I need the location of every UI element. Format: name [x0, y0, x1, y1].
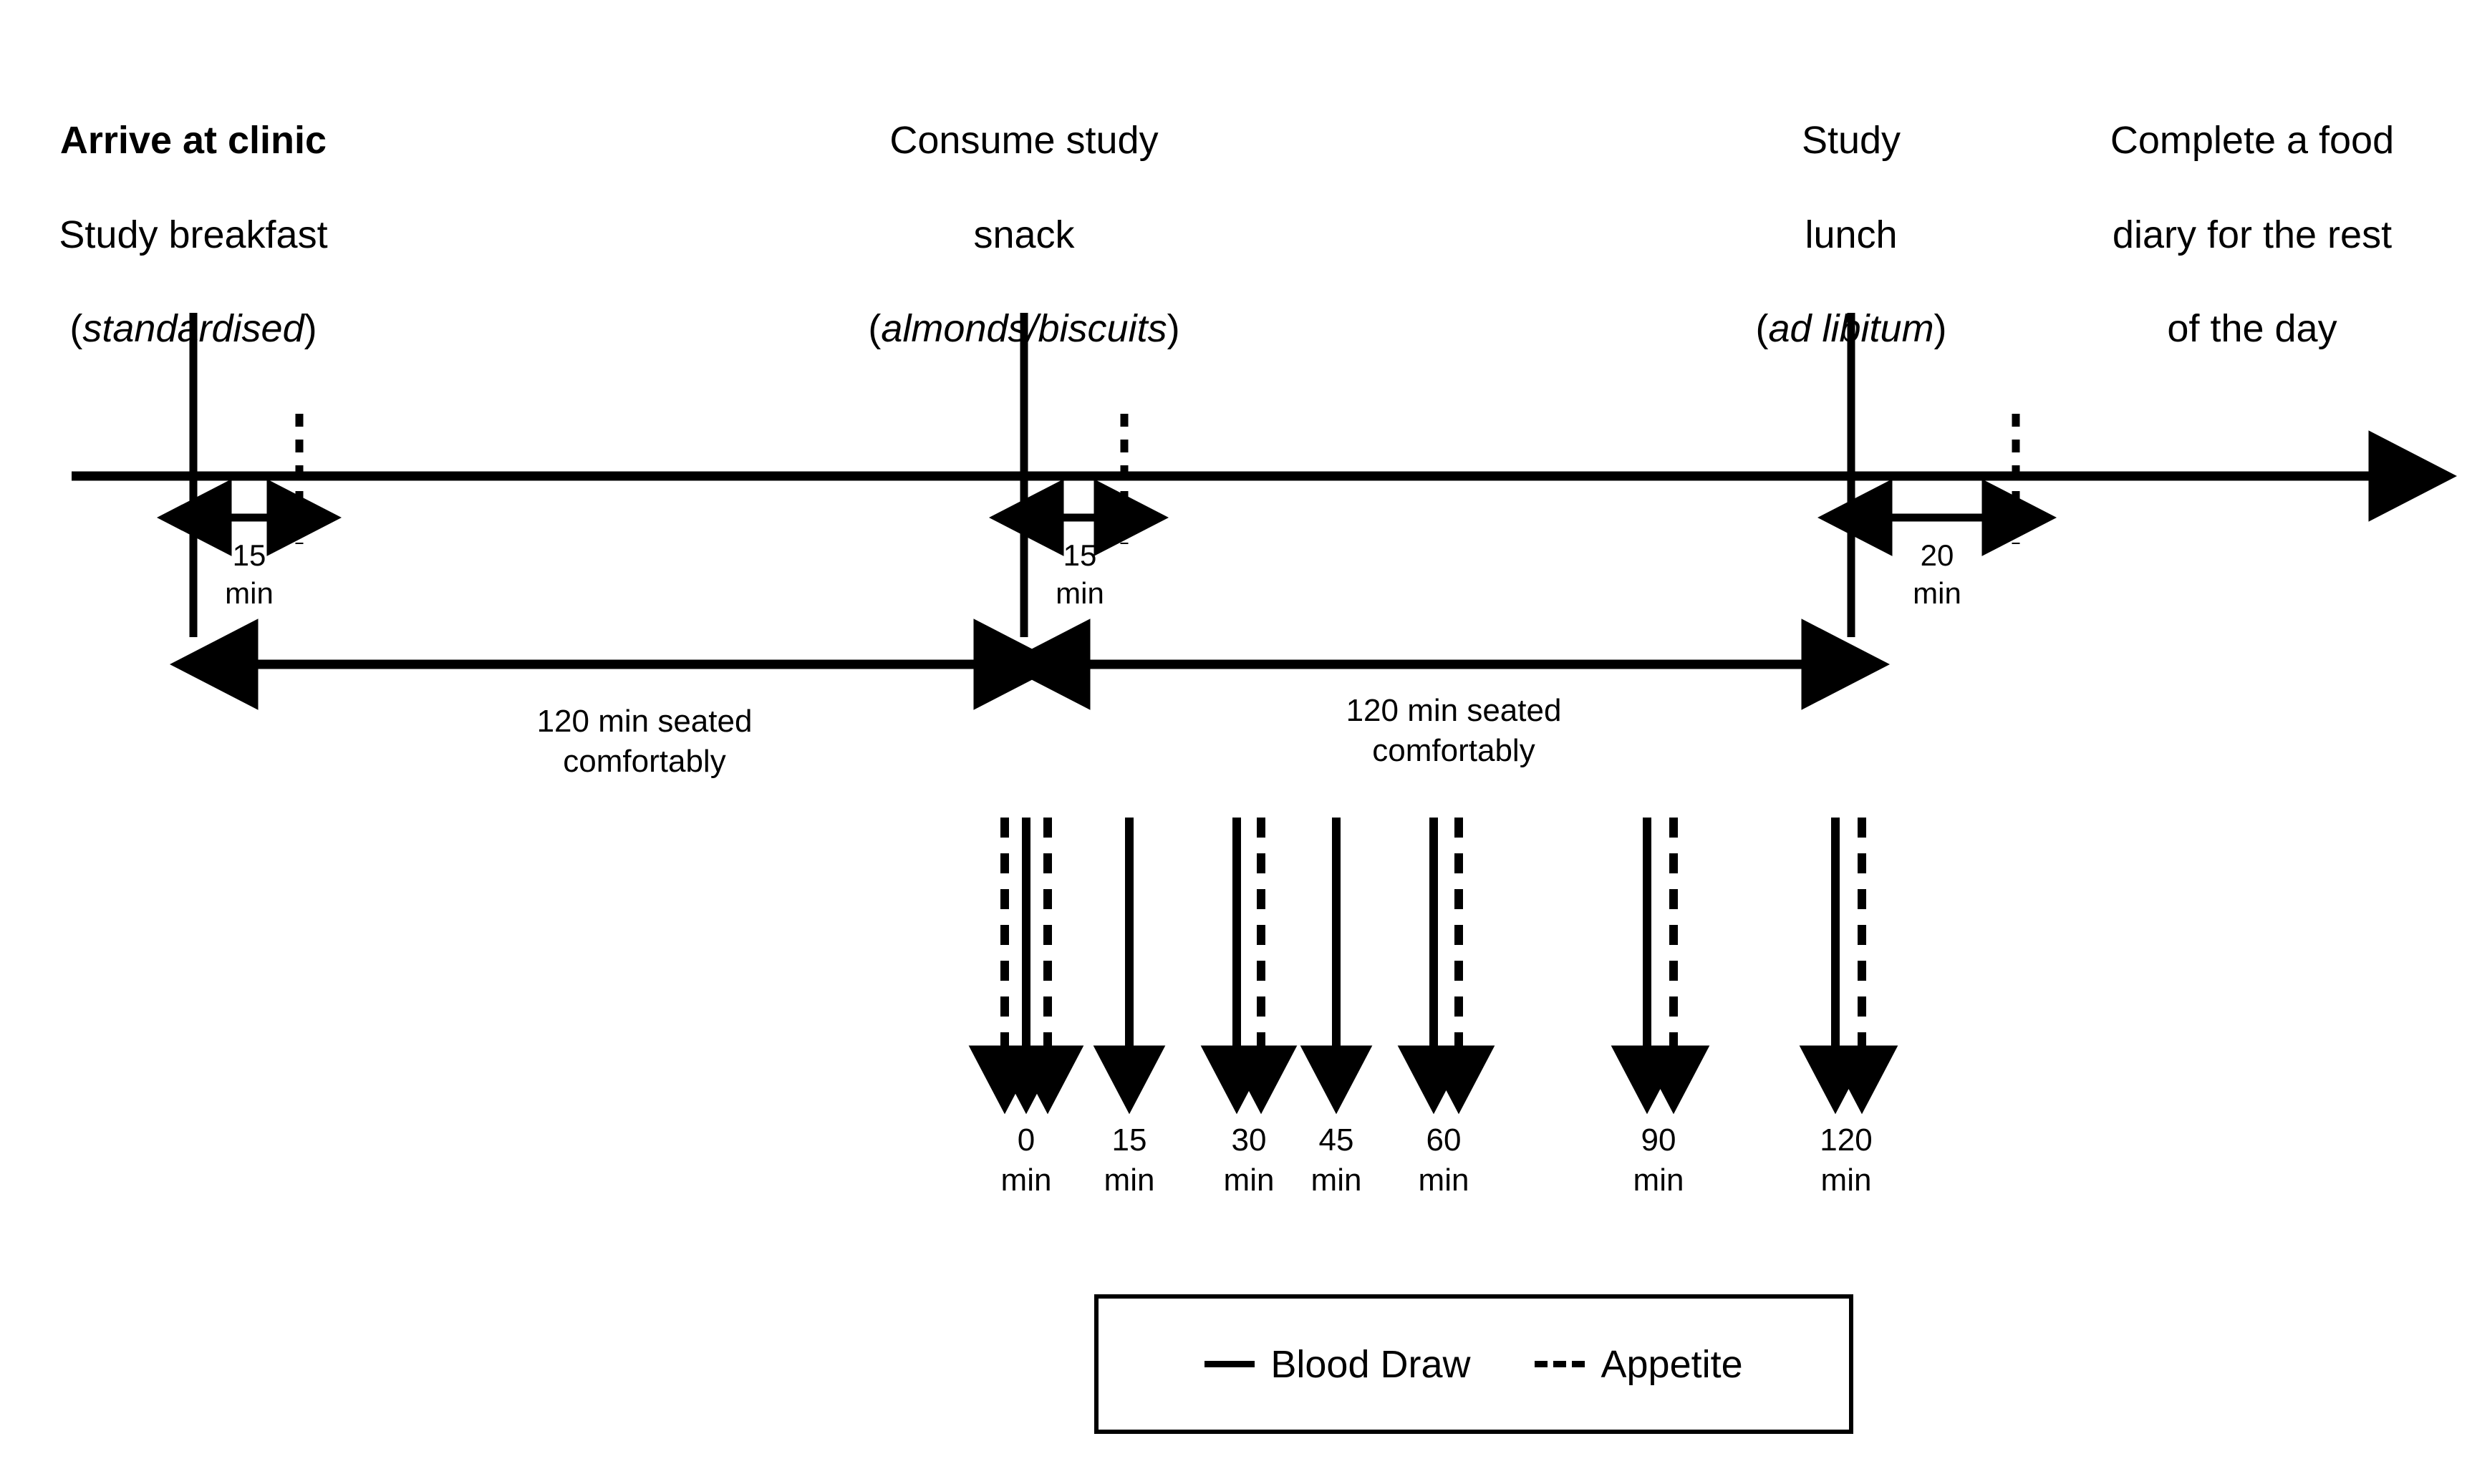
span-label-post-snack: 120 min seated comfortably — [1225, 691, 1683, 772]
timepoint-45-value: 45 — [1318, 1122, 1354, 1158]
sampling-group-60min — [1397, 818, 1495, 1115]
sampling-group-30min — [1200, 818, 1298, 1115]
event-lunch-line2: lunch — [1805, 213, 1898, 256]
solid-line-icon — [1204, 1361, 1255, 1367]
event-snack-line1: Consume study — [889, 118, 1159, 162]
timepoint-90-value: 90 — [1641, 1122, 1676, 1158]
timepoint-label-30: 30 min — [1177, 1120, 1321, 1201]
gap-label-snack: 15 min — [1008, 537, 1152, 612]
event-snack-line3: (almonds/biscuits) — [868, 307, 1180, 351]
timepoint-0-value: 0 — [1017, 1122, 1035, 1158]
span-pre-line2: comfortably — [563, 744, 726, 780]
gap-lunch-unit: min — [1913, 576, 1961, 610]
timepoint-30-unit: min — [1223, 1163, 1275, 1198]
legend: Blood Draw Appetite — [1094, 1294, 1853, 1434]
event-snack-line2: snack — [973, 213, 1075, 256]
gap-breakfast-value: 15 — [232, 538, 266, 572]
gap-snack-value: 15 — [1063, 538, 1097, 572]
timepoint-45-unit: min — [1310, 1163, 1362, 1198]
event-label-diary: Complete a food diary for the rest of th… — [2037, 70, 2467, 400]
span-label-pre-snack: 120 min seated comfortably — [415, 702, 874, 782]
sampling-group-90min — [1611, 818, 1710, 1115]
gap-lunch-value: 20 — [1920, 538, 1954, 572]
timepoint-120-value: 120 — [1820, 1122, 1873, 1158]
span-pre-line1: 120 min seated — [536, 704, 753, 739]
event-arrive-line3: (standardised) — [69, 307, 317, 351]
timepoint-90-unit: min — [1633, 1163, 1684, 1198]
timepoint-60-unit: min — [1418, 1163, 1469, 1198]
timepoint-label-120: 120 min — [1775, 1120, 1918, 1201]
gap-breakfast-unit: min — [225, 576, 274, 610]
event-label-lunch: Study lunch (ad libitum) — [1669, 70, 2034, 400]
legend-label-appetite: Appetite — [1601, 1342, 1743, 1386]
timepoint-label-15: 15 min — [1058, 1120, 1201, 1201]
event-arrive-line1: Arrive at clinic — [59, 118, 327, 162]
timepoint-120-unit: min — [1820, 1163, 1872, 1198]
legend-item-appetite: Appetite — [1535, 1342, 1743, 1386]
sampling-group-0min — [968, 818, 1084, 1115]
timepoint-15-unit: min — [1104, 1163, 1155, 1198]
sampling-group-120min — [1799, 818, 1898, 1115]
event-label-arrive: Arrive at clinic Study breakfast (standa… — [7, 70, 380, 400]
gap-label-breakfast: 15 min — [178, 537, 321, 612]
gap-label-lunch: 20 min — [1865, 537, 2009, 612]
event-diary-line1: Complete a food — [2110, 118, 2395, 162]
event-arrive-line2: Study breakfast — [59, 213, 328, 256]
gap-snack-unit: min — [1056, 576, 1104, 610]
span-post-line2: comfortably — [1372, 733, 1535, 769]
timepoint-60-value: 60 — [1426, 1122, 1462, 1158]
event-lunch-line1: Study — [1801, 118, 1901, 162]
legend-item-blood-draw: Blood Draw — [1204, 1345, 1470, 1384]
span-post-line1: 120 min seated — [1346, 693, 1562, 728]
timepoint-label-45: 45 min — [1265, 1120, 1408, 1201]
timepoint-label-0: 0 min — [955, 1120, 1098, 1201]
timepoint-30-value: 30 — [1231, 1122, 1267, 1158]
dashed-line-icon — [1535, 1361, 1585, 1367]
timepoint-label-60: 60 min — [1372, 1120, 1515, 1201]
legend-label-blood-draw: Blood Draw — [1270, 1342, 1471, 1386]
event-diary-line2: diary for the rest — [2112, 213, 2393, 256]
event-diary-line3: of the day — [2167, 307, 2337, 351]
timepoint-15-value: 15 — [1111, 1122, 1147, 1158]
event-label-snack: Consume study snack (almonds/biscuits) — [809, 70, 1239, 400]
event-lunch-line3: (ad libitum) — [1755, 307, 1947, 351]
timepoint-0-unit: min — [1000, 1163, 1052, 1198]
timepoint-label-90: 90 min — [1587, 1120, 1730, 1201]
